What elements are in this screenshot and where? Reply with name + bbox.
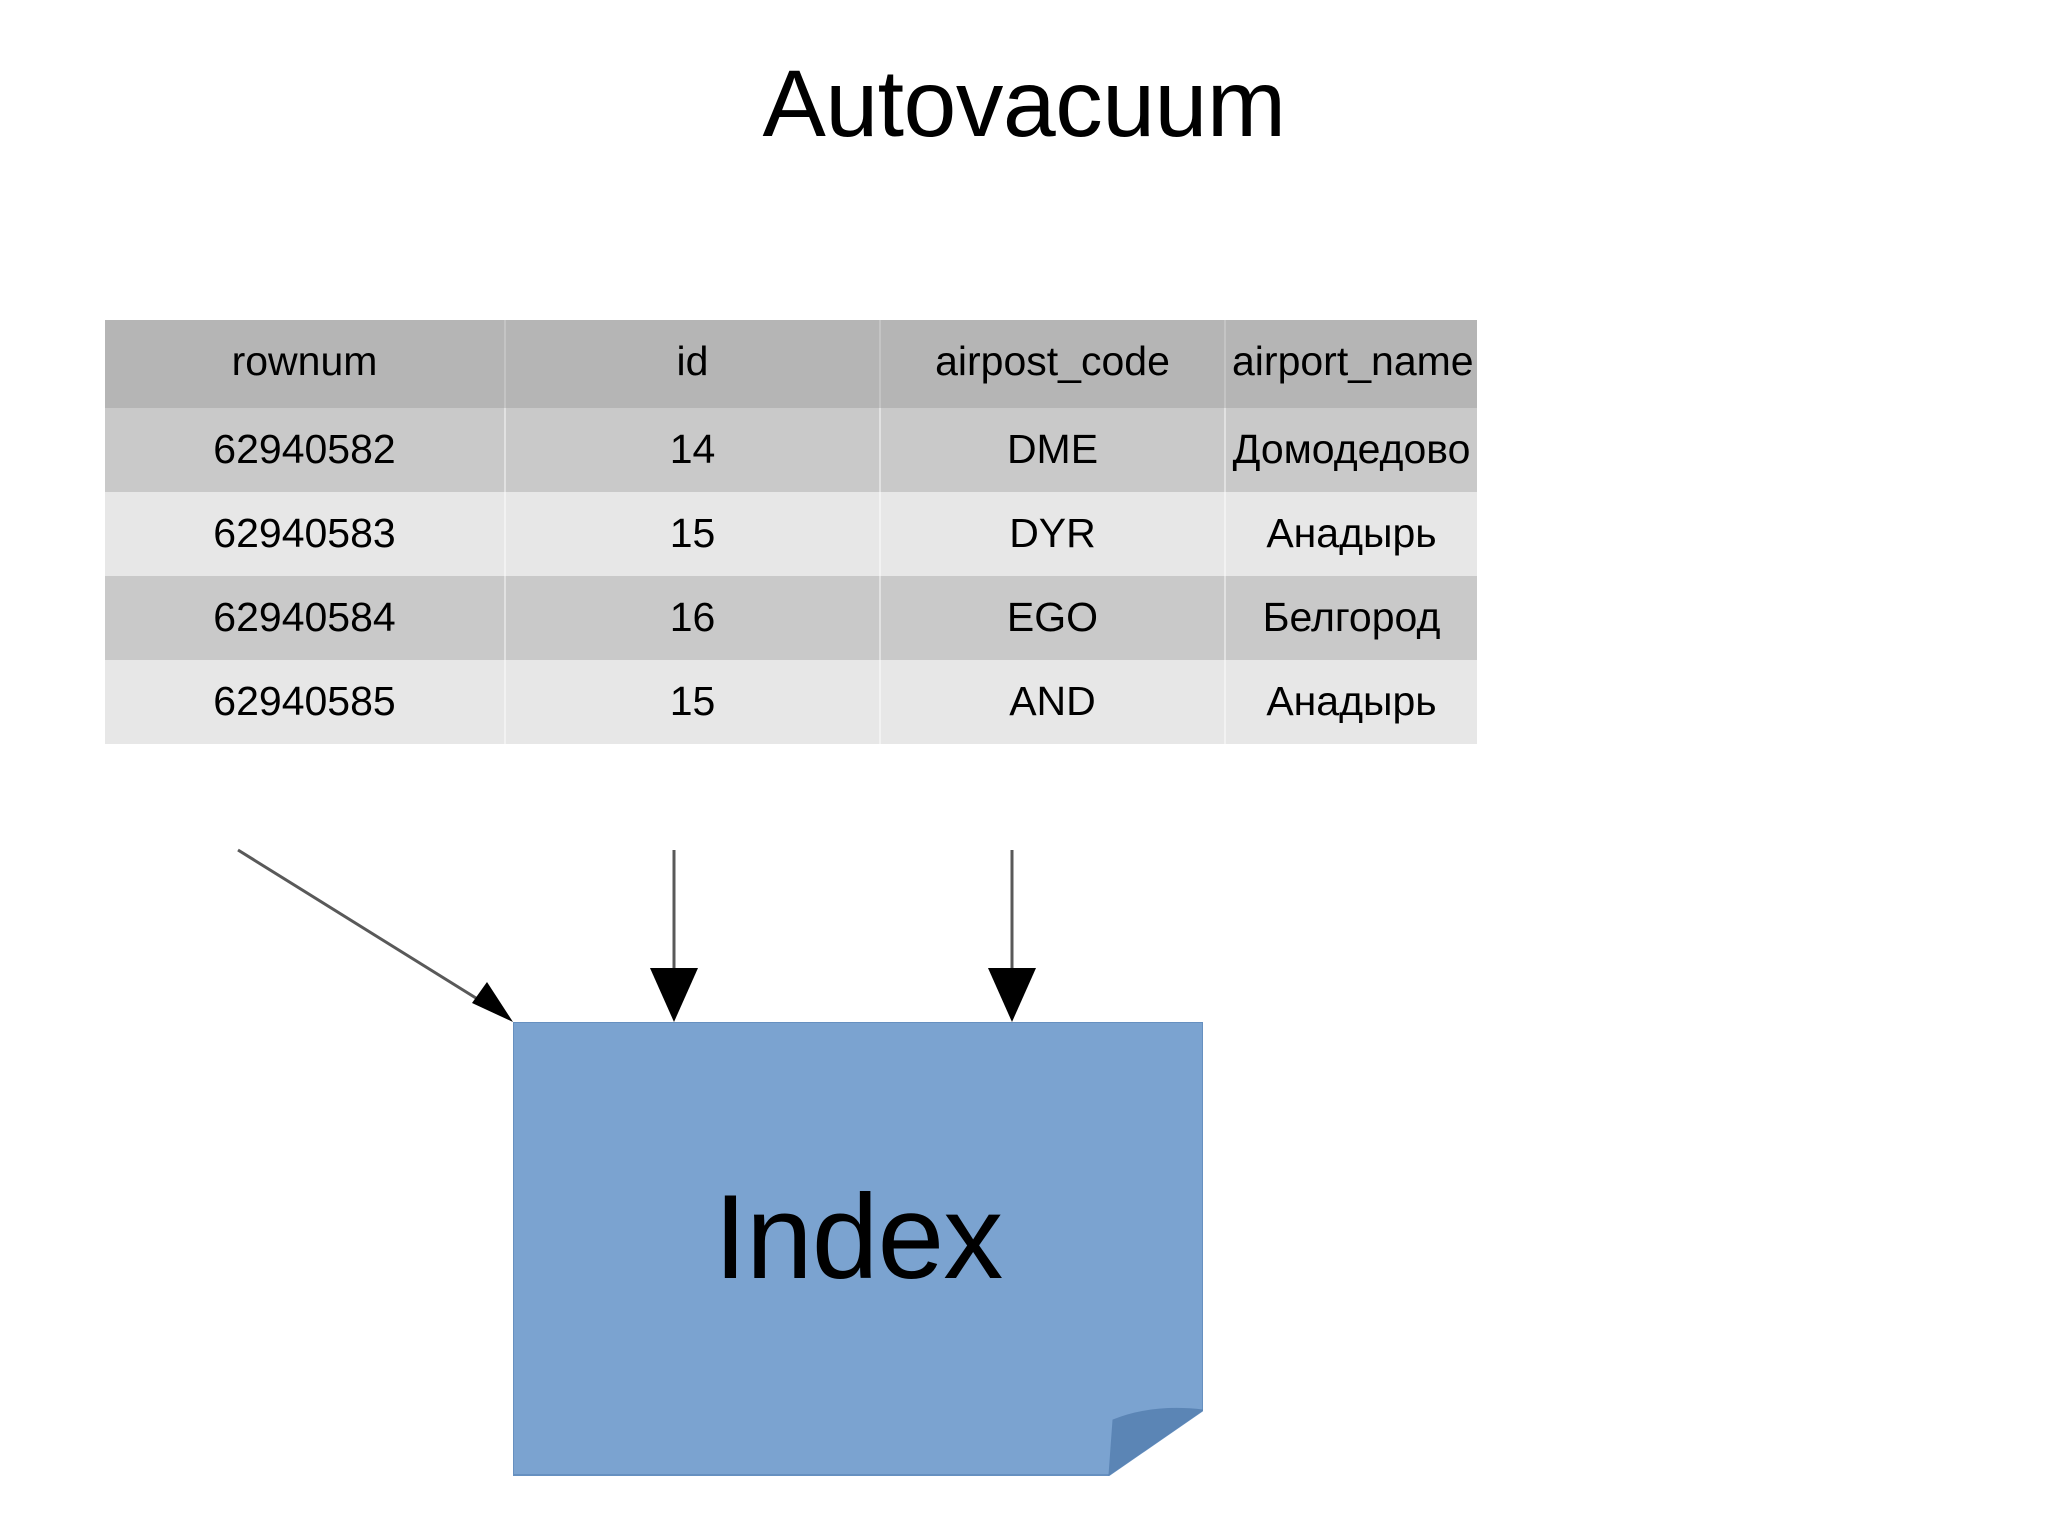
column-header-id: id	[505, 320, 881, 408]
cell-id: 15	[505, 492, 881, 576]
page-title: Autovacuum	[762, 51, 1286, 157]
cell-rownum: 62940583	[105, 492, 506, 576]
cell-airport-name: Анадырь	[1225, 660, 1477, 744]
index-folded-corner-shape[interactable]	[513, 1022, 1203, 1482]
table-row: 62940582 14 DME Домодедово	[105, 408, 1477, 492]
cell-id: 15	[505, 660, 881, 744]
cell-airport-name: Анадырь	[1225, 492, 1477, 576]
table-row: 62940585 15 AND Анадырь	[105, 660, 1477, 744]
cell-id: 14	[505, 408, 881, 492]
table-row: 62940583 15 DYR Анадырь	[105, 492, 1477, 576]
table-body: 62940582 14 DME Домодедово 62940583 15 D…	[105, 408, 1477, 744]
cell-id: 16	[505, 576, 881, 660]
column-header-airport-name: airport_name	[1225, 320, 1477, 408]
table-header-row: rownum id airpost_code airport_name	[105, 320, 1477, 408]
cell-airpost-code: DME	[880, 408, 1226, 492]
airport-data-table: rownum id airpost_code airport_name 6294…	[105, 320, 1477, 744]
cell-rownum: 62940584	[105, 576, 506, 660]
cell-rownum: 62940582	[105, 408, 506, 492]
cell-rownum: 62940585	[105, 660, 506, 744]
cell-airpost-code: DYR	[880, 492, 1226, 576]
table-row: 62940584 16 EGO Белгород	[105, 576, 1477, 660]
arrow-airpost-code-to-index	[988, 850, 1036, 1022]
cell-airport-name: Домодедово	[1225, 408, 1477, 492]
cell-airpost-code: AND	[880, 660, 1226, 744]
column-header-airpost-code: airpost_code	[880, 320, 1226, 408]
table-header: rownum id airpost_code airport_name	[105, 320, 1477, 408]
arrow-id-to-index	[650, 850, 698, 1022]
cell-airpost-code: EGO	[880, 576, 1226, 660]
column-header-rownum: rownum	[105, 320, 506, 408]
arrow-rownum-to-index	[237, 848, 513, 1022]
index-shape-label: Index	[713, 1170, 1004, 1304]
cell-airport-name: Белгород	[1225, 576, 1477, 660]
index-shape-fold	[1108, 1407, 1203, 1477]
